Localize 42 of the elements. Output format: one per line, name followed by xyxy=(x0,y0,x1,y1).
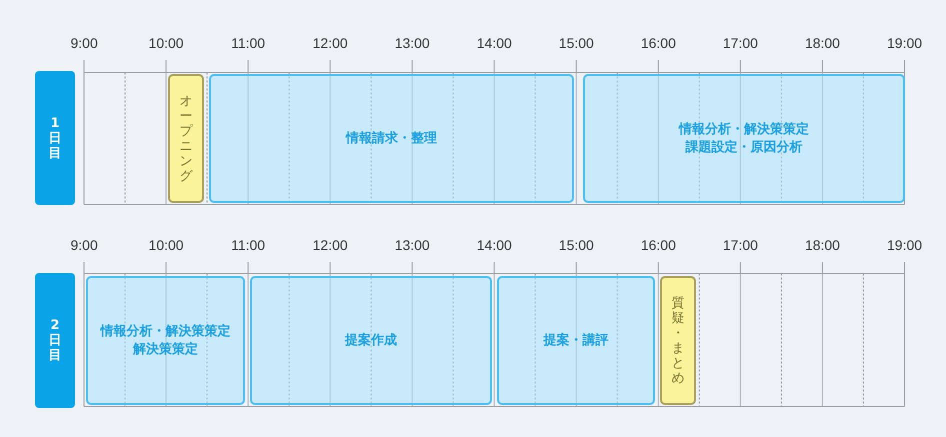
time-label: 12:00 xyxy=(312,35,348,51)
session-block xyxy=(209,74,574,203)
session-block xyxy=(168,74,204,203)
time-label: 19:00 xyxy=(887,35,922,51)
time-label: 15:00 xyxy=(558,237,594,253)
session-block xyxy=(250,276,492,405)
session-text: 解決策策定 xyxy=(133,340,198,358)
session-block xyxy=(583,74,905,203)
session-text: 質疑・まとめ xyxy=(670,296,686,386)
time-label: 13:00 xyxy=(394,237,430,253)
time-label: 17:00 xyxy=(722,35,758,51)
time-label: 11:00 xyxy=(231,237,266,253)
session-text: 課題設定・原因分析 xyxy=(686,138,802,156)
time-label: 12:00 xyxy=(312,237,348,253)
time-label: 18:00 xyxy=(804,35,840,51)
time-label: 18:00 xyxy=(804,237,840,253)
time-label: 9:00 xyxy=(70,35,98,51)
session-text: オープニング xyxy=(178,94,194,184)
time-label: 13:00 xyxy=(394,35,430,51)
session-text: 提案・講評 xyxy=(544,332,608,350)
time-label: 9:00 xyxy=(70,237,98,253)
time-label: 14:00 xyxy=(476,237,512,253)
session-text: 情報分析・解決策策定 xyxy=(100,322,230,340)
time-label: 19:00 xyxy=(887,237,922,253)
session-block xyxy=(660,276,696,405)
time-label: 17:00 xyxy=(722,237,758,253)
session-block xyxy=(497,276,655,405)
time-label: 16:00 xyxy=(640,237,676,253)
time-label: 15:00 xyxy=(558,35,594,51)
day-label: 1日目 xyxy=(48,116,62,160)
day-badge xyxy=(35,71,75,205)
day-label: 2日目 xyxy=(48,318,62,363)
session-text: 情報分析・解決策策定 xyxy=(679,120,809,138)
time-label: 14:00 xyxy=(476,35,512,51)
session-text: 情報請求・整理 xyxy=(346,130,437,148)
session-block xyxy=(86,276,245,405)
time-label: 10:00 xyxy=(148,35,184,51)
time-label: 11:00 xyxy=(231,35,266,51)
time-label: 16:00 xyxy=(640,35,676,51)
day-badge xyxy=(35,273,75,408)
session-text: 提案作成 xyxy=(345,332,397,350)
time-label: 10:00 xyxy=(148,237,184,253)
